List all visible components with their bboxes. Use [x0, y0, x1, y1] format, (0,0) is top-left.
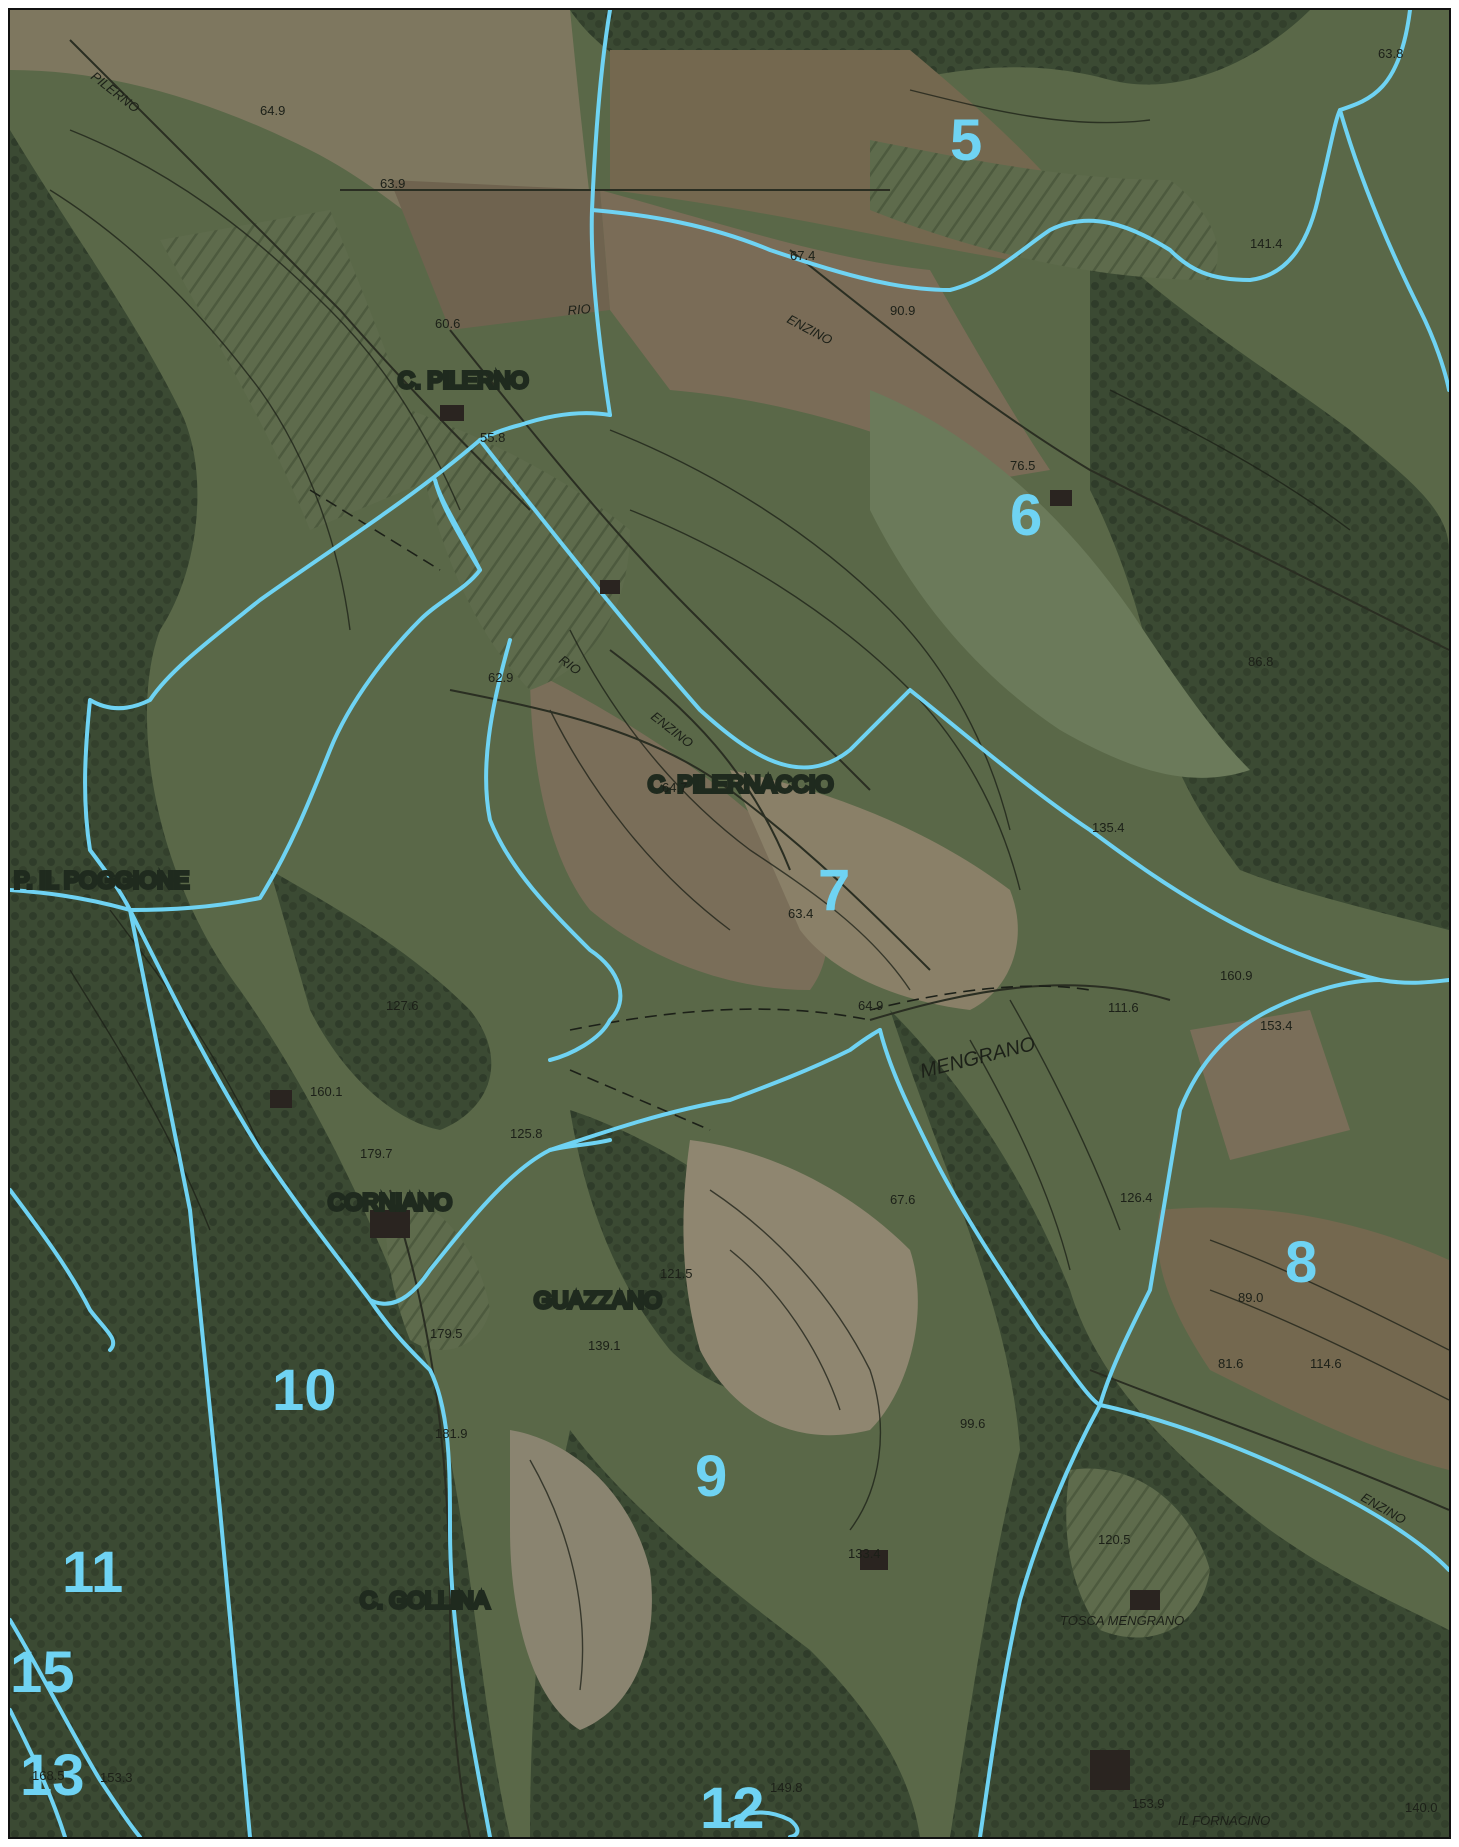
spot-elevation-label: 121.5 — [660, 1266, 693, 1281]
spot-elevation-label: 55.8 — [480, 430, 505, 445]
spot-elevation-label: 153.9 — [1132, 1796, 1165, 1811]
place-label-corniano: CORNIANO — [328, 1189, 452, 1215]
map-frame: 5 6 7 8 9 10 11 12 13 15 C. PILERNO C. P… — [8, 8, 1451, 1839]
zone-label-12[interactable]: 12 — [700, 1776, 765, 1837]
place-label-c-pilerno: C. PILERNO — [398, 367, 528, 393]
zone-label-13[interactable]: 13 — [20, 1743, 85, 1808]
place-name-labels: C. PILERNO C. PILERNACCIO P. IL POGGIONE… — [12, 365, 1270, 1828]
spot-elevation-label: 114.6 — [1310, 1356, 1342, 1371]
spot-elevation-label: 89.0 — [1238, 1290, 1263, 1305]
spot-elevations: 64.9 63.9 60.6 55.8 67.4 90.9 76.5 62.9 64.7 63.4… — [32, 46, 1438, 1815]
spot-elevation-label: 125.8 — [510, 1126, 543, 1141]
zone-label-10[interactable]: 10 — [272, 1358, 337, 1423]
spot-elevation-label: 181.9 — [435, 1426, 468, 1441]
spot-elevation-label: 133.4 — [848, 1546, 881, 1561]
roads — [69, 39, 1449, 1837]
spot-elevation-label: 140.0 — [1405, 1800, 1438, 1815]
spot-elevation-label: 99.6 — [960, 1416, 985, 1431]
spot-elevation-label: 63.4 — [788, 906, 813, 921]
spot-elevation-label: 60.6 — [435, 316, 460, 331]
spot-elevation-label: 62.9 — [488, 670, 513, 685]
spot-elevation-label: 160.1 — [310, 1084, 343, 1099]
spot-elevation-label: 64.7 — [662, 780, 687, 795]
spot-elevation-label: 64.9 — [858, 998, 883, 1013]
spot-elevation-label: 153.3 — [100, 1770, 133, 1785]
spot-elevation-label: 90.9 — [890, 303, 915, 318]
olive-groves — [160, 140, 1218, 1638]
zone-label-11[interactable]: 11 — [62, 1540, 123, 1605]
spot-elevation-label: 64.9 — [260, 103, 285, 118]
place-label-c-pilernaccio: C. PILERNACCIO — [648, 771, 833, 797]
spot-elevation-label: 67.4 — [790, 248, 815, 263]
land-parcel-map[interactable]: 5 6 7 8 9 10 11 12 13 15 C. PILERNO C. P… — [10, 10, 1449, 1837]
place-label-guazzano: GUAZZANO — [534, 1287, 662, 1313]
spot-elevation-label: 67.6 — [890, 1192, 915, 1207]
zone-number-labels: 5 6 7 8 9 10 11 12 13 15 — [10, 108, 1317, 1837]
spot-elevation-label: 139.1 — [588, 1338, 621, 1353]
place-label-tosca-mengrano: TOSCA MENGRANO — [1060, 1613, 1184, 1628]
zone-label-6[interactable]: 6 — [1010, 483, 1042, 548]
spot-elevation-label: 141.4 — [1250, 236, 1283, 251]
spot-elevation-label: 76.5 — [1010, 458, 1035, 473]
contour-lines — [49, 89, 1449, 1691]
place-label-il-fornacino: IL FORNACINO — [1178, 1813, 1270, 1828]
spot-elevation-label: 63.8 — [1378, 46, 1403, 61]
spot-elevation-label: 153.4 — [1260, 1018, 1293, 1033]
road-label-rio-north: RIO — [567, 301, 591, 318]
zone-label-9[interactable]: 9 — [695, 1444, 727, 1509]
spot-elevation-label: 160.9 — [1220, 968, 1253, 983]
spot-elevation-label: 127.6 — [386, 998, 419, 1013]
spot-elevation-label: 168.5 — [32, 1768, 65, 1783]
zone-label-15[interactable]: 15 — [10, 1640, 75, 1705]
buildings — [270, 405, 1160, 1790]
zone-label-7[interactable]: 7 — [818, 858, 850, 923]
spot-elevation-label: 111.6 — [1108, 1000, 1139, 1015]
spot-elevation-label: 81.6 — [1218, 1356, 1243, 1371]
spot-elevation-label: 63.9 — [380, 176, 405, 191]
spot-elevation-label: 120.5 — [1098, 1532, 1131, 1547]
spot-elevation-label: 126.4 — [1120, 1190, 1153, 1205]
spot-elevation-label: 86.8 — [1248, 654, 1273, 669]
zone-label-5[interactable]: 5 — [950, 108, 982, 173]
spot-elevation-label: 179.7 — [360, 1146, 393, 1161]
spot-elevation-label: 149.8 — [770, 1780, 803, 1795]
zone-label-8[interactable]: 8 — [1285, 1230, 1317, 1295]
spot-elevation-label: 135.4 — [1092, 820, 1125, 835]
place-label-p-il-poggione: P. IL POGGIONE — [14, 867, 189, 893]
place-label-c-gollina: C. GOLLINA — [360, 1587, 490, 1613]
spot-elevation-label: 179.5 — [430, 1326, 463, 1341]
zone-boundaries — [10, 10, 1449, 1837]
